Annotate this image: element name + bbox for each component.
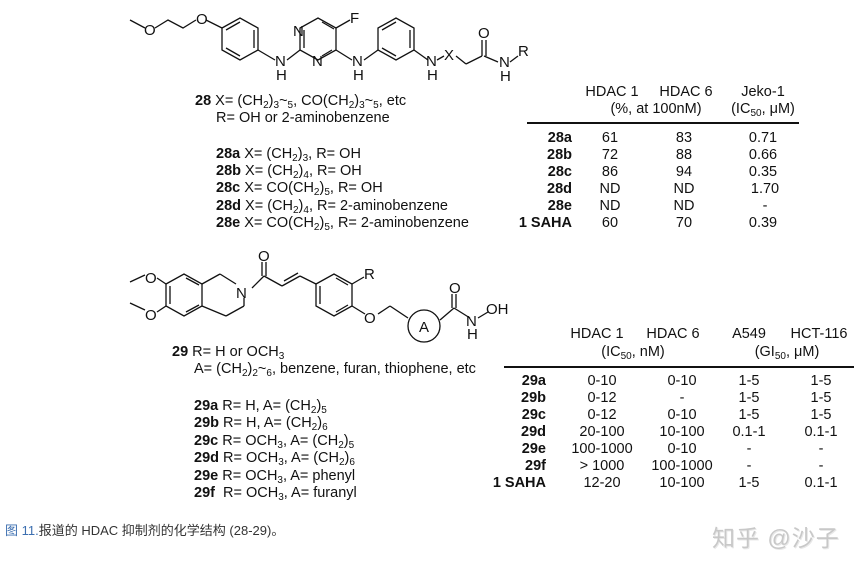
header-jeko1: Jeko-1 bbox=[741, 84, 785, 100]
header-hdac6: HDAC 6 bbox=[646, 326, 700, 342]
svg-text:N: N bbox=[352, 53, 363, 70]
figure-caption: 图 11.报道的 HDAC 抑制剂的化学结构 (28-29)。 bbox=[5, 520, 284, 539]
variant-28e: 28e X= CO(CH2)5, R= 2-aminobenzene bbox=[216, 214, 469, 233]
compound-29-general: 29 R= H or OCH3 bbox=[172, 344, 285, 362]
svg-text:N: N bbox=[236, 285, 247, 302]
table-row: 29f > 1000 100-1000 - - bbox=[525, 458, 824, 474]
compound-29-variants: 29a R= H, A= (CH2)5 29b R= H, A= (CH2)6 … bbox=[194, 398, 357, 504]
svg-text:H: H bbox=[427, 67, 438, 84]
compound-id: 29 bbox=[172, 344, 189, 360]
svg-text:O: O bbox=[258, 248, 270, 265]
compound-28-general: 28 X= (CH2)3~5, CO(CH2)3~5, etc bbox=[195, 93, 407, 111]
header-hct116: HCT-116 bbox=[790, 326, 848, 342]
compound-29-a-line: A= (CH2)2~6, benzene, furan, thiophene, … bbox=[194, 361, 476, 379]
svg-text:N: N bbox=[293, 23, 304, 40]
table-row: 28b 72 88 0.66 bbox=[547, 147, 778, 163]
compound-28-r-line: R= OH or 2-aminobenzene bbox=[216, 110, 390, 126]
subheader-gi50: (GI50, μM) bbox=[754, 344, 820, 362]
caption-text: 报道的 HDAC 抑制剂的化学结构 (28-29)。 bbox=[38, 523, 285, 538]
structure-atom-labels: O O F N N N H N H N H X O N H R bbox=[144, 10, 529, 85]
svg-text:N: N bbox=[275, 53, 286, 70]
structure-atom-labels: O O N O R O A O N H OH bbox=[145, 248, 509, 343]
svg-text:F: F bbox=[350, 10, 359, 27]
table-row: 29e 100-1000 0-10 - - bbox=[521, 441, 824, 457]
svg-text:R: R bbox=[364, 266, 375, 283]
subheader-ic50: (IC50, nM) bbox=[601, 344, 665, 362]
subheader-inhibition: (%, at 100nM) bbox=[610, 101, 702, 117]
svg-text:O: O bbox=[478, 25, 490, 42]
table-row: 29d 20-100 10-100 0.1-1 0.1-1 bbox=[521, 424, 838, 440]
compound-29-structure: O O N O R O A O N H OH bbox=[129, 248, 509, 343]
variant-29e: 29e R= OCH3, A= phenyl bbox=[194, 467, 356, 486]
svg-text:X: X bbox=[444, 47, 454, 64]
table-rule bbox=[504, 366, 854, 368]
svg-text:H: H bbox=[467, 326, 478, 343]
svg-text:N: N bbox=[499, 54, 510, 71]
watermark: 知乎 @沙子 bbox=[712, 525, 840, 551]
table-rule bbox=[527, 122, 799, 124]
svg-text:O: O bbox=[145, 270, 157, 287]
table-row: 29c 0-12 0-10 1-5 1-5 bbox=[521, 407, 832, 423]
variant-28b: 28b X= (CH2)4, R= OH bbox=[216, 163, 362, 182]
header-hdac1: HDAC 1 bbox=[585, 84, 639, 100]
svg-text:H: H bbox=[500, 68, 511, 85]
svg-text:O: O bbox=[364, 310, 376, 327]
figure-label: 图 11. bbox=[5, 523, 39, 538]
svg-text:H: H bbox=[276, 67, 287, 84]
header-hdac6: HDAC 6 bbox=[659, 84, 713, 100]
table-row: 1 SAHA 12-20 10-100 1-5 0.1-1 bbox=[492, 475, 838, 491]
table-row: 1 SAHA 60 70 0.39 bbox=[518, 215, 778, 231]
table-29: HDAC 1 HDAC 6 A549 HCT-116 (IC50, nM) (G… bbox=[492, 326, 854, 496]
table-row: 29a 0-10 0-10 1-5 1-5 bbox=[521, 373, 832, 389]
table-row: 29b 0-12 - 1-5 1-5 bbox=[521, 390, 832, 406]
variant-29d: 29d R= OCH3, A= (CH2)6 bbox=[194, 450, 355, 469]
variant-29a: 29a R= H, A= (CH2)5 bbox=[194, 398, 327, 416]
variant-29f: 29f R= OCH3, A= furanyl bbox=[194, 485, 357, 504]
compound-28-variants: 28a X= (CH2)3, R= OH 28b X= (CH2)4, R= O… bbox=[216, 146, 469, 232]
variant-29c: 29c R= OCH3, A= (CH2)5 bbox=[194, 432, 355, 451]
subheader-ic50: (IC50, μM) bbox=[731, 101, 795, 119]
table-row: 28c 86 94 0.35 bbox=[547, 164, 778, 180]
svg-text:A: A bbox=[419, 319, 429, 336]
variant-28c: 28c X= CO(CH2)5, R= OH bbox=[216, 180, 383, 199]
svg-text:N: N bbox=[312, 53, 323, 70]
svg-text:H: H bbox=[353, 67, 364, 84]
svg-text:O: O bbox=[196, 11, 208, 28]
svg-text:OH: OH bbox=[486, 301, 509, 318]
compound-28-structure: O O F N N N H N H N H X O N H R bbox=[129, 10, 529, 85]
svg-text:O: O bbox=[145, 307, 157, 324]
variant-28d: 28d X= (CH2)4, R= 2-aminobenzene bbox=[216, 197, 448, 216]
table-row: 28d ND ND 1.70 bbox=[547, 181, 780, 197]
table-row: 28a 61 83 0.71 bbox=[547, 130, 778, 146]
table-28: HDAC 1 HDAC 6 Jeko-1 (%, at 100nM) (IC50… bbox=[518, 84, 799, 234]
variant-28a: 28a X= (CH2)3, R= OH bbox=[216, 146, 361, 164]
header-hdac1: HDAC 1 bbox=[570, 326, 624, 342]
variant-29b: 29b R= H, A= (CH2)6 bbox=[194, 415, 328, 434]
svg-text:R: R bbox=[518, 43, 529, 60]
table-row: 28e ND ND - bbox=[547, 198, 768, 214]
svg-text:O: O bbox=[449, 280, 461, 297]
compound-id: 28 bbox=[195, 93, 212, 109]
svg-text:N: N bbox=[466, 313, 477, 330]
svg-text:N: N bbox=[426, 53, 437, 70]
svg-text:O: O bbox=[144, 22, 156, 39]
header-a549: A549 bbox=[732, 326, 766, 342]
